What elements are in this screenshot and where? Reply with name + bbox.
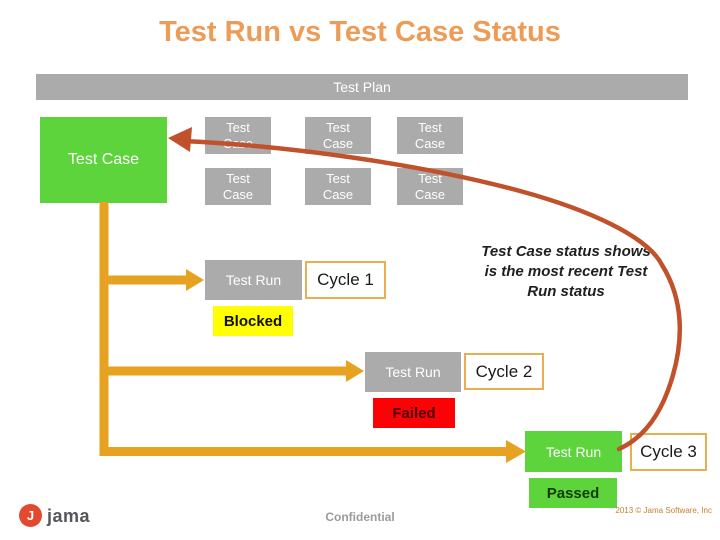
cycle3-label: Cycle 3 (640, 442, 697, 461)
test-case-main-label: Test Case (67, 151, 140, 168)
annotation-line1: Test Case status shows (481, 243, 651, 260)
flow-arrowhead-cycle2 (346, 360, 364, 382)
cell-label-line2: Case (322, 135, 354, 151)
test-run-box-cycle3: Test Run (525, 431, 622, 472)
cell-label-line2: Case (222, 135, 254, 151)
confidential-label: Confidential (325, 510, 395, 524)
test-plan-label: Test Plan (333, 79, 391, 95)
cell-label-line2: Case (414, 186, 446, 202)
status-label-passed: Passed (546, 484, 600, 502)
test-case-cell: Test Case (205, 168, 271, 205)
cycle2-label: Cycle 2 (475, 361, 533, 381)
cycle2-box: Cycle 2 (464, 353, 544, 390)
cycle3-box: Cycle 3 (630, 433, 707, 471)
annotation-line2: is the most recent Test (484, 263, 648, 280)
status-chip-passed: Passed (529, 478, 617, 508)
cell-label-line1: Test (418, 170, 442, 186)
cell-label-line1: Test (226, 119, 250, 135)
cell-label-line1: Test (418, 119, 442, 135)
status-chip-failed: Failed (373, 398, 455, 428)
cell-label-line2: Case (322, 186, 354, 202)
test-run-label: Test Run (225, 272, 282, 288)
cell-label-line1: Test (226, 170, 250, 186)
status-label-blocked: Blocked (223, 312, 283, 330)
test-run-label: Test Run (545, 443, 602, 460)
jama-logo-letter: J (26, 508, 35, 523)
test-plan-bar: Test Plan (36, 74, 688, 100)
test-run-box-cycle2: Test Run (365, 352, 461, 392)
status-chip-blocked: Blocked (213, 306, 293, 336)
test-case-cell: Test Case (397, 117, 463, 154)
test-case-cell: Test Case (305, 168, 371, 205)
annotation-text: Test Case status shows is the most recen… (452, 242, 680, 302)
flow-arrowhead-cycle3 (506, 440, 526, 463)
jama-logo-icon: J (19, 504, 42, 527)
test-run-label: Test Run (385, 364, 441, 380)
test-case-cell: Test Case (205, 117, 271, 154)
jama-brand-text: jama (47, 506, 91, 526)
cell-label-line1: Test (326, 170, 350, 186)
copyright-text: 2013 © Jama Software, Inc (615, 506, 712, 515)
flow-arrowhead-cycle1 (186, 269, 204, 291)
cell-label-line1: Test (326, 119, 350, 135)
cycle1-box: Cycle 1 (305, 261, 386, 299)
cell-label-line2: Case (414, 135, 446, 151)
test-case-main-box: Test Case (40, 117, 167, 203)
cell-label-line2: Case (222, 186, 254, 202)
status-label-failed: Failed (392, 404, 436, 422)
test-run-box-cycle1: Test Run (205, 260, 302, 300)
feedback-arrowhead (168, 127, 192, 152)
test-case-cell: Test Case (397, 168, 463, 205)
annotation-line3: Run status (527, 283, 605, 300)
test-case-cell: Test Case (305, 117, 371, 154)
cycle1-label: Cycle 1 (317, 270, 374, 289)
page-title: Test Run vs Test Case Status (159, 16, 561, 48)
